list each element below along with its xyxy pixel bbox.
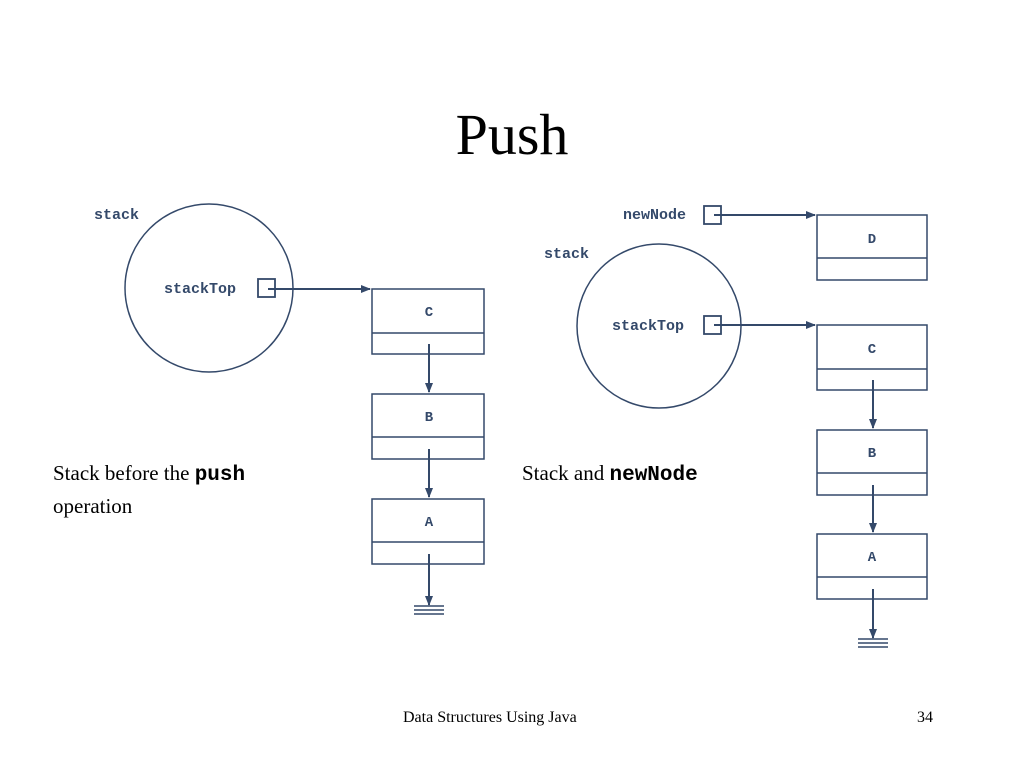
right-caption-code: newNode: [609, 464, 698, 487]
left-diagram: [124, 203, 485, 615]
left-node-a-value: A: [425, 515, 434, 531]
right-diagram: [576, 205, 928, 648]
right-caption-prefix: Stack and: [522, 461, 610, 485]
left-caption-prefix: Stack before the: [53, 461, 195, 485]
right-node-d-value: D: [868, 232, 876, 248]
footer-text: Data Structures Using Java: [403, 709, 577, 726]
right-stack-label: stack: [544, 246, 589, 263]
left-caption-suffix: operation: [53, 494, 133, 518]
right-null-ground-icon: [858, 638, 888, 648]
slide-title: Push: [455, 102, 569, 167]
left-stack-label: stack: [94, 207, 139, 224]
right-node-d: [816, 214, 928, 281]
left-node-c-value: C: [425, 305, 434, 321]
right-stacktop-label: stackTop: [612, 318, 684, 335]
right-node-c-value: C: [868, 342, 877, 358]
right-node-a-value: A: [868, 550, 877, 566]
left-node-b-value: B: [425, 410, 434, 426]
left-caption: Stack before the push operation: [53, 458, 313, 521]
right-node-b-value: B: [868, 446, 877, 462]
right-caption: Stack and newNode: [522, 458, 782, 491]
left-stacktop-label: stackTop: [164, 281, 236, 298]
right-newnode-label: newNode: [623, 207, 686, 224]
left-caption-code: push: [194, 464, 246, 487]
left-null-ground-icon: [414, 605, 444, 615]
page-number: 34: [917, 709, 933, 726]
